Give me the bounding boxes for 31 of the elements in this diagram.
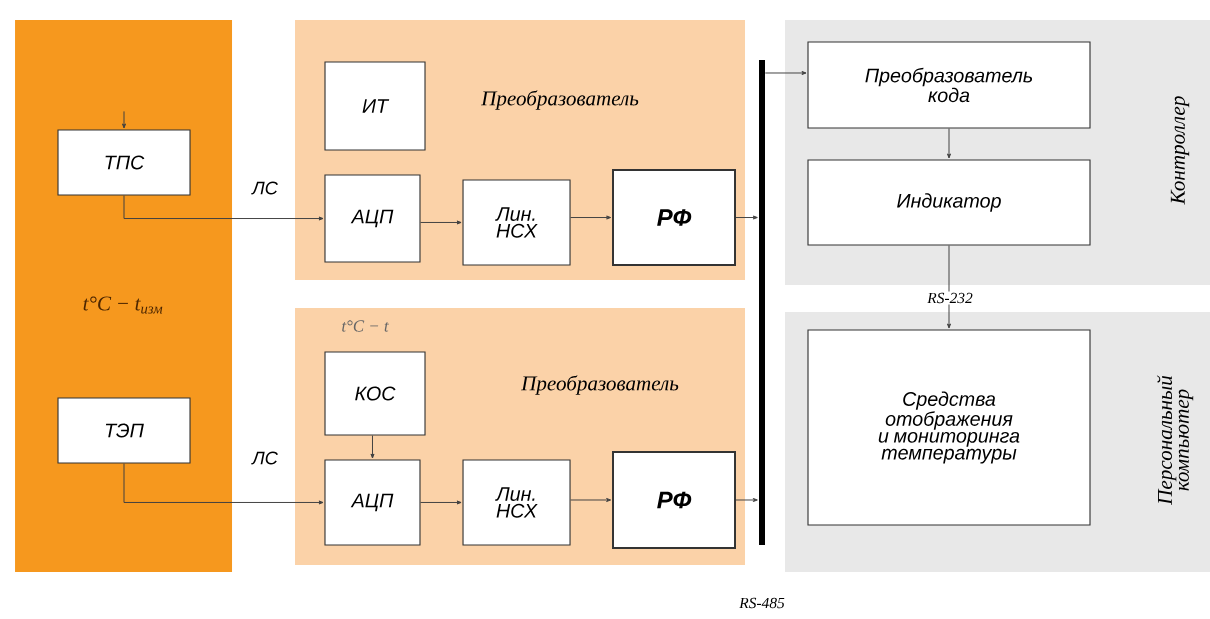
block-box: АЦП — [324, 174, 421, 263]
block-box: ТПС — [57, 129, 191, 196]
bus-label: RS-485 — [739, 597, 785, 609]
arrow — [370, 435, 375, 459]
edge-label: RS-232 — [925, 291, 975, 305]
block-box: Лин. НСХ — [462, 459, 571, 546]
arrow — [735, 497, 758, 502]
arrow — [947, 128, 952, 159]
arrow — [570, 497, 612, 502]
arrow — [735, 215, 758, 220]
arrow — [122, 110, 127, 129]
block-box: Лин. НСХ — [462, 179, 571, 266]
block-box: Средства отображения и мониторинга температуры — [807, 329, 1091, 526]
edge-label: ЛС — [250, 180, 280, 196]
edge-label: ЛС — [250, 450, 280, 466]
block-box: КОС — [324, 351, 426, 436]
block-box: ТЭП — [57, 397, 191, 464]
block-box: РФ — [612, 451, 736, 549]
arrow — [123, 463, 324, 505]
formula-label: t°C − t — [342, 320, 389, 332]
arrow — [420, 500, 462, 505]
arrow — [947, 245, 952, 329]
arrow — [570, 215, 612, 220]
arrow — [420, 220, 462, 225]
block-box: Преобразователь кода — [807, 41, 1091, 129]
arrow — [764, 71, 807, 75]
block-box: ИТ — [324, 61, 426, 151]
arrow — [123, 195, 324, 221]
block-box: РФ — [612, 169, 736, 266]
block-box: АЦП — [324, 459, 421, 546]
block-box: Индикатор — [807, 159, 1091, 246]
